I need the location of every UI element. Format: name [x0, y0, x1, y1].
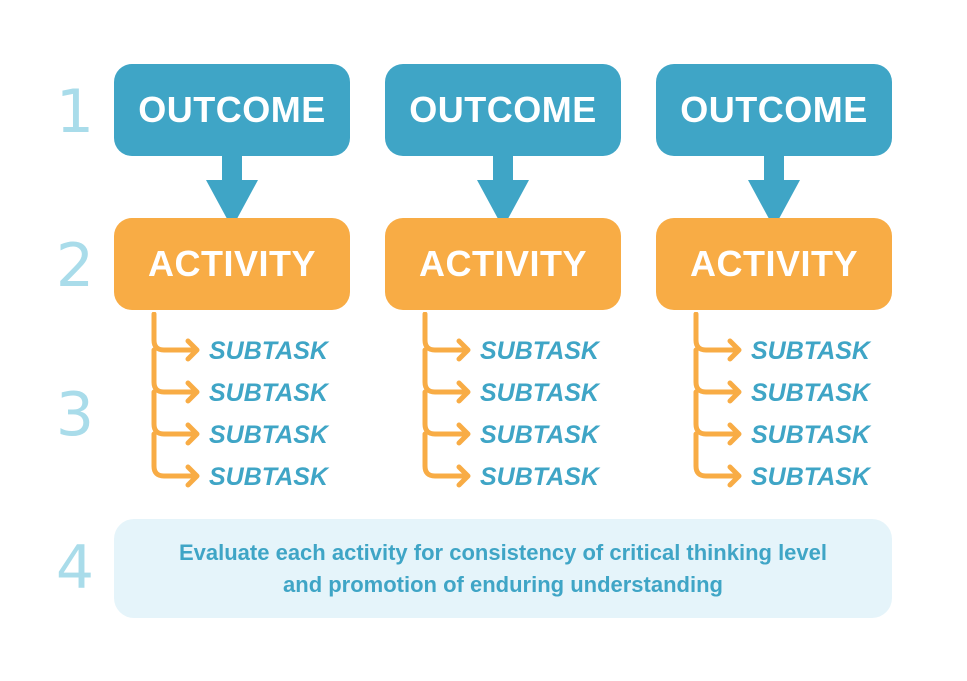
column-3: OUTCOME ACTIVITY SUBTASK SUBTASK SUBTASK…	[656, 0, 892, 681]
subtask-label: SUBTASK	[209, 337, 328, 365]
subtask-label: SUBTASK	[209, 379, 328, 407]
subtask-branch-icon	[151, 312, 200, 488]
subtask-branch-icon	[693, 312, 742, 488]
step-number-2: 2	[55, 231, 95, 301]
subtask-label: SUBTASK	[480, 379, 599, 407]
outcome-box: OUTCOME	[656, 64, 892, 156]
subtask-label: SUBTASK	[751, 421, 870, 449]
subtask-label: SUBTASK	[480, 421, 599, 449]
evaluation-box: Evaluate each activity for consistency o…	[114, 519, 892, 618]
subtask-label: SUBTASK	[751, 463, 870, 491]
subtask-label: SUBTASK	[751, 379, 870, 407]
down-arrow-icon	[206, 154, 258, 228]
subtask-branch-icon	[422, 312, 471, 488]
column-2: OUTCOME ACTIVITY SUBTASK SUBTASK SUBTASK…	[385, 0, 621, 681]
subtask-label: SUBTASK	[480, 337, 599, 365]
subtask-label: SUBTASK	[751, 337, 870, 365]
down-arrow-icon	[477, 154, 529, 228]
evaluation-line-1: Evaluate each activity for consistency o…	[178, 539, 827, 565]
subtask-label: SUBTASK	[209, 463, 328, 491]
outcome-box: OUTCOME	[385, 64, 621, 156]
subtask-label: SUBTASK	[209, 421, 328, 449]
activity-box: ACTIVITY	[656, 218, 892, 310]
step-number-1: 1	[55, 77, 95, 147]
column-1: OUTCOME ACTIVITY SUBTASK SUBTASK SUBTASK…	[114, 0, 350, 681]
step-number-4: 4	[55, 533, 95, 603]
outcome-box: OUTCOME	[114, 64, 350, 156]
subtask-label: SUBTASK	[480, 463, 599, 491]
step-number-3: 3	[55, 380, 95, 450]
activity-box: ACTIVITY	[385, 218, 621, 310]
activity-box: ACTIVITY	[114, 218, 350, 310]
evaluation-line-2: and promotion of enduring understanding	[283, 571, 723, 597]
down-arrow-icon	[748, 154, 800, 228]
